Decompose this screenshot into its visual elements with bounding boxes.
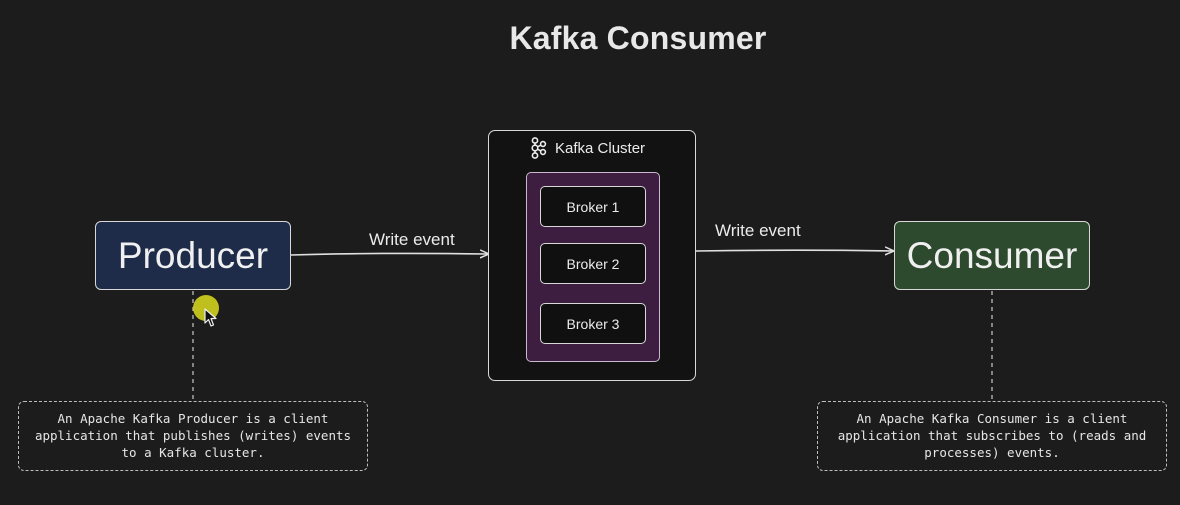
broker-3[interactable]: Broker 3 <box>540 303 646 344</box>
consumer-node[interactable]: Consumer <box>894 221 1090 290</box>
producer-note-line: application that publishes (writes) even… <box>34 428 352 443</box>
producer-note-line: to a Kafka cluster. <box>121 445 265 460</box>
producer-node[interactable]: Producer <box>95 221 291 290</box>
cluster-to-consumer-arrow <box>695 250 893 251</box>
consumer-note-line: application that subscribes to (reads an… <box>837 428 1147 443</box>
consumer-edge-label: Write event <box>715 221 801 240</box>
kafka-cluster-label: Kafka Cluster <box>555 139 646 157</box>
kafka-icon <box>529 137 547 159</box>
kafka-cluster-header: Kafka Cluster <box>529 137 645 159</box>
consumer-label: Consumer <box>906 234 1078 276</box>
consumer-note-line: processes) events. <box>924 445 1060 460</box>
consumer-note-line: An Apache Kafka Consumer is a client <box>856 411 1128 426</box>
kafka-cluster-container[interactable]: Kafka Cluster Broker 1 Broker 2 Broker 3 <box>488 130 696 381</box>
broker-1[interactable]: Broker 1 <box>540 186 646 227</box>
broker-2[interactable]: Broker 2 <box>540 243 646 284</box>
consumer-note: An Apache Kafka Consumer is a client app… <box>817 401 1167 471</box>
brokers-group: Broker 1 Broker 2 Broker 3 <box>526 172 660 362</box>
diagram-title: Kafka Consumer <box>509 20 767 56</box>
producer-edge-label: Write event <box>369 230 455 249</box>
producer-note: An Apache Kafka Producer is a client app… <box>18 401 368 471</box>
producer-note-line: An Apache Kafka Producer is a client <box>57 411 329 426</box>
producer-label: Producer <box>117 234 269 276</box>
producer-to-cluster-arrow <box>290 253 488 255</box>
mouse-pointer-icon <box>204 308 217 327</box>
